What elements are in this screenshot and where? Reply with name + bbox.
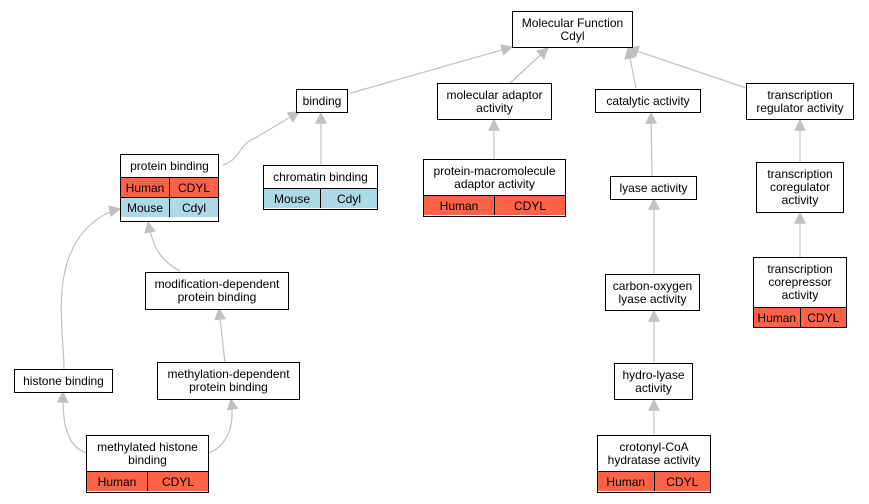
node-modification-dependent-protein-binding[interactable]: modification-dependent protein binding	[145, 272, 289, 310]
annotation-row-mouse: Mouse Cdyl	[121, 197, 218, 217]
node-label: corepressor	[768, 275, 832, 289]
edge-methdep-moddep	[214, 307, 227, 364]
gene-cell: CDYL	[147, 472, 208, 491]
node-label: coregulator	[769, 180, 831, 194]
edge-lyase-catalytic	[645, 111, 658, 177]
node-label: regulator activity	[756, 100, 844, 115]
node-protein-binding[interactable]: protein binding Human CDYL Mouse Cdyl	[120, 154, 219, 222]
node-histone-binding[interactable]: histone binding	[14, 369, 113, 393]
gene-cell: CDYL	[653, 472, 710, 491]
node-catalytic-activity[interactable]: catalytic activity	[595, 89, 701, 113]
gene-cell: Cdyl	[320, 189, 377, 208]
node-label: lyase activity	[619, 180, 688, 195]
gene-cell: CDYL	[799, 308, 846, 327]
node-molecular-function[interactable]: Molecular Function Cdyl	[512, 11, 633, 48]
node-label: catalytic activity	[606, 93, 690, 108]
gene-cell: CDYL	[169, 178, 218, 197]
edge-histone-proteinbinding	[60, 205, 122, 371]
node-label: carbon-oxygen	[612, 278, 693, 293]
node-label: modification-dependent	[154, 277, 280, 291]
node-transcription-regulator-activity[interactable]: transcription regulator activity	[746, 83, 854, 120]
node-hydro-lyase-activity[interactable]: hydro-lyase activity	[614, 363, 693, 400]
node-methylation-dependent-protein-binding[interactable]: methylation-dependent protein binding	[157, 362, 300, 400]
annotation-row-human: Human CDYL	[87, 471, 208, 491]
annotation-row-mouse: Mouse Cdyl	[264, 188, 377, 208]
node-label: methylation-dependent	[167, 367, 290, 381]
node-molecular-adaptor-activity[interactable]: molecular adaptor activity	[437, 83, 552, 120]
species-cell: Mouse	[121, 198, 169, 217]
node-lyase-activity[interactable]: lyase activity	[610, 176, 697, 200]
node-crotonyl-coa-hydratase-activity[interactable]: crotonyl-CoA hydratase activity Human CD…	[597, 435, 711, 493]
edge-moladaptor-root	[508, 47, 549, 85]
node-label: adaptor activity	[454, 176, 535, 191]
node-methylated-histone-binding[interactable]: methylated histone binding Human CDYL	[86, 435, 209, 493]
node-label: hydratase activity	[607, 452, 701, 467]
annotation-row-human: Human CDYL	[598, 471, 710, 491]
node-label: activity	[635, 380, 672, 395]
node-label: protein-macromolecule	[433, 163, 556, 178]
node-label: methylated histone	[97, 439, 198, 454]
species-cell: Mouse	[264, 189, 320, 208]
node-label: activity	[476, 100, 513, 115]
node-label: lyase activity	[618, 291, 687, 306]
edge-methhistone-methdep	[208, 397, 239, 454]
node-label: histone binding	[23, 373, 104, 388]
gene-cell: CDYL	[494, 196, 565, 215]
node-label: transcription	[767, 87, 833, 102]
node-label: protein binding	[177, 290, 257, 304]
annotation-row-human: Human CDYL	[121, 177, 218, 197]
node-label: crotonyl-CoA	[619, 439, 689, 454]
annotation-row-human: Human CDYL	[754, 307, 846, 327]
species-cell: Human	[121, 178, 169, 197]
node-protein-macromolecule-adaptor-activity[interactable]: protein-macromolecule adaptor activity H…	[423, 159, 566, 217]
node-transcription-corepressor-activity[interactable]: transcription corepressor activity Human…	[753, 257, 847, 328]
edge-moddep-proteinbinding	[144, 220, 181, 272]
species-cell: Human	[87, 472, 147, 491]
node-carbon-oxygen-lyase-activity[interactable]: carbon-oxygen lyase activity	[605, 274, 700, 311]
edge-binding-root	[350, 44, 514, 94]
species-cell: Human	[424, 196, 494, 215]
edge-trreg-root	[626, 45, 753, 91]
node-label: Molecular Function	[521, 15, 624, 30]
node-label: Cdyl	[560, 28, 585, 43]
node-label: hydro-lyase	[622, 367, 685, 382]
node-transcription-coregulator-activity[interactable]: transcription coregulator activity	[756, 162, 844, 213]
node-label: transcription	[767, 167, 833, 181]
edge-catalytic-root	[624, 46, 637, 89]
node-chromatin-binding[interactable]: chromatin binding Mouse Cdyl	[263, 165, 378, 210]
node-label: protein binding	[130, 158, 209, 173]
edge-proteinbinding-binding	[222, 111, 301, 166]
node-label: activity	[781, 193, 819, 207]
node-label: binding	[128, 452, 167, 467]
node-label: chromatin binding	[273, 169, 368, 184]
species-cell: Human	[598, 472, 654, 491]
node-label: molecular adaptor	[446, 87, 543, 102]
species-cell: Human	[754, 308, 800, 327]
node-label: binding	[302, 93, 342, 108]
node-label: protein binding	[189, 380, 268, 394]
node-binding[interactable]: binding	[296, 89, 348, 113]
node-label: transcription	[767, 262, 833, 276]
edge-methhistone-histone	[56, 390, 88, 454]
gene-cell: Cdyl	[169, 198, 218, 217]
annotation-row-human: Human CDYL	[424, 195, 565, 215]
node-label: activity	[781, 288, 819, 302]
